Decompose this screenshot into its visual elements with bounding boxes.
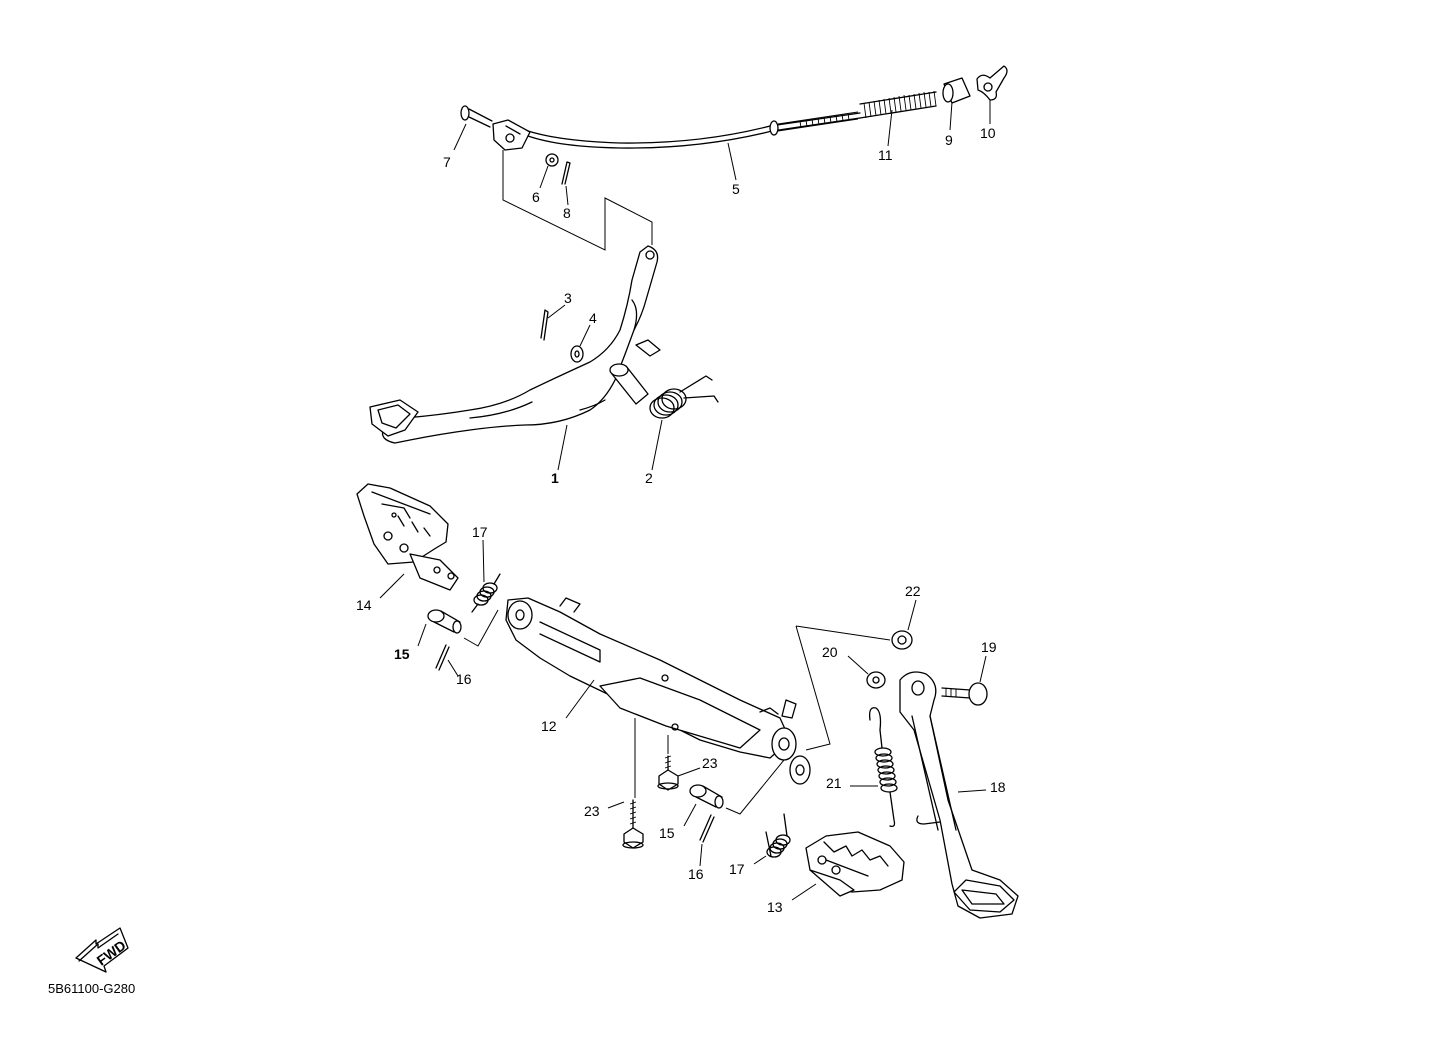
callout-12: 12: [541, 718, 557, 734]
washer-4-drawing: [570, 345, 584, 363]
fwd-arrow-icon: FWD: [75, 927, 129, 973]
bracket-12-drawing: [505, 597, 811, 785]
callout-11: 11: [878, 147, 893, 163]
footrest-13-drawing: [805, 831, 905, 897]
callout-9: 9: [945, 132, 953, 148]
bolt-19-drawing: [941, 682, 988, 706]
spring-17-right-drawing: [765, 813, 791, 858]
pin-15-right-drawing: [689, 784, 724, 809]
collar-22-drawing: [891, 630, 913, 650]
pin-16-left-drawing: [435, 644, 450, 671]
callout-3: 3: [564, 290, 572, 306]
sidestand-18-drawing: [899, 671, 1019, 919]
spring-2-drawing: [649, 375, 719, 419]
sidestand-group: [866, 630, 1019, 919]
callout-14: 14: [356, 597, 372, 613]
callout-13: 13: [767, 899, 783, 915]
callout-16-right: 16: [688, 866, 704, 882]
callout-18: 18: [990, 779, 1006, 795]
callout-16-left: 16: [456, 671, 472, 687]
washer-6-drawing: [545, 153, 559, 167]
bolt-23-right-drawing: [657, 755, 679, 791]
pin-16-right-drawing: [699, 814, 715, 843]
bolt-23-left-drawing: [622, 799, 644, 849]
footrest-group: [356, 483, 905, 897]
bolt-7-drawing: [460, 105, 493, 128]
callout-4: 4: [589, 310, 597, 326]
spring-21-drawing: [868, 707, 898, 828]
spring-11-drawing: [859, 90, 937, 119]
callout-7: 7: [443, 154, 451, 170]
collar-20-drawing: [866, 671, 886, 689]
callout-23-left: 23: [584, 803, 600, 819]
callout-23-right: 23: [702, 755, 718, 771]
callout-6: 6: [532, 189, 540, 205]
callout-19: 19: [981, 639, 997, 655]
callout-labels: 1 2 3 4 5 6 7 8 9 10 11 12 13 14 15 15 1…: [356, 125, 1006, 915]
callout-1: 1: [551, 470, 559, 486]
callout-8: 8: [563, 205, 571, 221]
callout-17-left: 17: [472, 524, 488, 540]
callout-5: 5: [732, 181, 740, 197]
wing-nut-10-drawing: [976, 65, 1008, 101]
brake-pedal-group: [369, 245, 719, 444]
callout-2: 2: [645, 470, 653, 486]
callout-20: 20: [822, 644, 838, 660]
callout-10: 10: [980, 125, 996, 141]
pin-15-left-drawing: [427, 609, 462, 634]
pin-3-drawing: [540, 309, 549, 341]
brake-cable-group: [460, 65, 1008, 251]
callout-21: 21: [826, 775, 842, 791]
threaded-rod-drawing: [777, 111, 859, 132]
brake-pedal-1-drawing: [381, 245, 659, 444]
joint-9-drawing: [942, 77, 971, 104]
callout-15-left: 15: [394, 646, 410, 662]
callout-22: 22: [905, 583, 921, 599]
callout-15-right: 15: [659, 825, 675, 841]
spring-17-left-drawing: [471, 573, 501, 613]
callout-17-right: 17: [729, 861, 745, 877]
footrest-14-drawing: [356, 483, 459, 591]
pin-8-drawing: [561, 161, 571, 185]
cable-clevis-drawing: [492, 119, 531, 151]
cable-5-drawing: [527, 112, 861, 144]
leader-lines: [379, 100, 991, 901]
diagram-code: 5B61100-G280: [48, 981, 136, 996]
